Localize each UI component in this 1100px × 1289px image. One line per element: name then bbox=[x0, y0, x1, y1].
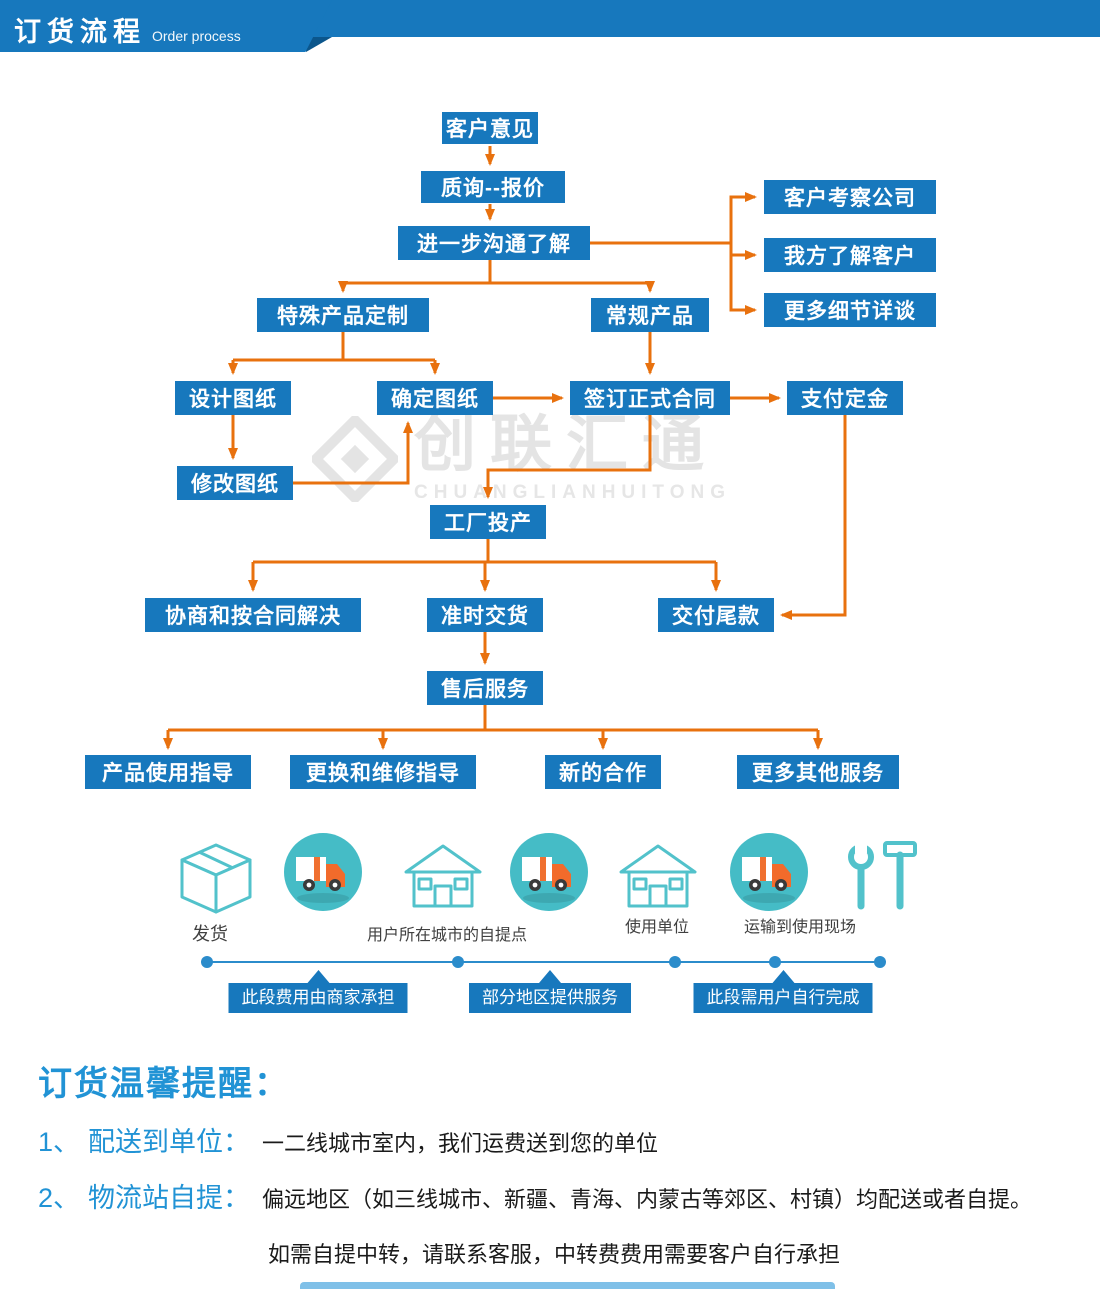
notice-item-2: 2、 物流站自提： 偏远地区（如三线城市、新疆、青海、内蒙古等郊区、村镇）均配送… bbox=[38, 1176, 1032, 1215]
flow-node-inquiry-quote: 质询--报价 bbox=[421, 171, 565, 203]
pickup-point-label: 用户所在城市的自提点 bbox=[366, 927, 528, 944]
user-self-complete-badge: 此段需用户自行完成 bbox=[693, 970, 873, 1013]
page-subtitle: Order process bbox=[152, 28, 241, 44]
flow-node-pay-balance: 交付尾款 bbox=[658, 598, 774, 632]
transport-label: 运输到使用现场 bbox=[743, 919, 857, 936]
flow-node-negotiate-per-contract: 协商和按合同解决 bbox=[145, 598, 361, 632]
timeline-dot bbox=[452, 956, 464, 968]
delivery-truck-icon bbox=[730, 833, 808, 911]
notice-item-text: 偏远地区（如三线城市、新疆、青海、内蒙古等郊区、村镇）均配送或者自提。 bbox=[262, 1187, 1033, 1212]
flow-node-special-custom-product: 特殊产品定制 bbox=[257, 298, 429, 332]
brand-watermark: 创联汇通 CHUANGLIANHUITONG bbox=[312, 414, 731, 504]
flow-node-confirm-drawing: 确定图纸 bbox=[377, 381, 493, 415]
flow-node-regular-product: 常规产品 bbox=[591, 298, 709, 332]
notice-item-text: 一二线城市室内，我们运费送到您的单位 bbox=[262, 1131, 659, 1156]
timeline-dot bbox=[669, 956, 681, 968]
flow-node-more-details-talk: 更多细节详谈 bbox=[764, 293, 936, 327]
notice-item-number: 1、 bbox=[38, 1127, 81, 1157]
ribbon-fold bbox=[306, 37, 332, 52]
notice-item-1: 1、 配送到单位： 一二线城市室内，我们运费送到您的单位 bbox=[38, 1120, 658, 1159]
flow-node-sign-contract: 签订正式合同 bbox=[570, 381, 730, 415]
header-ribbon: 订货流程 Order process bbox=[0, 0, 332, 52]
brand-watermark-text: 创联汇通 CHUANGLIANHUITONG bbox=[414, 414, 731, 504]
timeline-dot bbox=[874, 956, 886, 968]
flow-node-design-drawing: 设计图纸 bbox=[175, 381, 291, 415]
notice-extra-text: 如需自提中转，请联系客服，中转费费用需要客户自行承担 bbox=[268, 1242, 841, 1267]
merchant-cost-badge: 此段费用由商家承担 bbox=[228, 970, 408, 1013]
page-title: 订货流程 bbox=[14, 17, 146, 47]
notice-item-label: 物流站自提： bbox=[88, 1183, 251, 1213]
flow-node-customer-feedback: 客户意见 bbox=[442, 112, 538, 144]
delivery-truck-icon bbox=[510, 833, 588, 911]
flow-node-on-time-delivery: 准时交货 bbox=[427, 598, 543, 632]
flow-node-product-usage-guide: 产品使用指导 bbox=[85, 755, 251, 789]
flow-node-pay-deposit: 支付定金 bbox=[787, 381, 903, 415]
flow-node-replace-repair-guide: 更换和维修指导 bbox=[290, 755, 476, 789]
timeline-dot bbox=[769, 956, 781, 968]
flow-node-more-other-services: 更多其他服务 bbox=[737, 755, 899, 789]
flow-node-factory-production: 工厂投产 bbox=[430, 505, 546, 539]
brand-name-latin: CHUANGLIANHUITONG bbox=[414, 482, 731, 503]
notice-item-label: 配送到单位： bbox=[88, 1127, 251, 1157]
package-box-icon bbox=[180, 843, 252, 914]
flow-node-we-know-client: 我方了解客户 bbox=[764, 238, 936, 272]
tools-icon bbox=[848, 841, 917, 910]
brand-diamond-icon bbox=[312, 416, 398, 502]
logistics-timeline bbox=[201, 956, 886, 968]
delivery-truck-icon bbox=[284, 833, 362, 911]
flow-node-client-visit-company: 客户考察公司 bbox=[764, 180, 936, 214]
use-unit-label: 使用单位 bbox=[624, 919, 690, 936]
brand-name: 创联汇通 bbox=[414, 410, 719, 479]
bottom-decoration-strip bbox=[300, 1282, 835, 1289]
partial-area-service-badge: 部分地区提供服务 bbox=[469, 970, 631, 1013]
notice-item-number: 2、 bbox=[38, 1183, 81, 1213]
flow-node-after-sales-service: 售后服务 bbox=[427, 671, 543, 705]
notice-title: 订货温馨提醒： bbox=[38, 1065, 290, 1103]
flow-node-new-cooperation: 新的合作 bbox=[545, 755, 661, 789]
timeline-dot bbox=[201, 956, 213, 968]
flow-node-modify-drawing: 修改图纸 bbox=[177, 466, 293, 500]
ship-label: 发货 bbox=[192, 924, 228, 944]
house-icon bbox=[619, 844, 697, 908]
house-icon bbox=[404, 844, 482, 908]
flow-node-further-communication: 进一步沟通了解 bbox=[398, 226, 590, 260]
